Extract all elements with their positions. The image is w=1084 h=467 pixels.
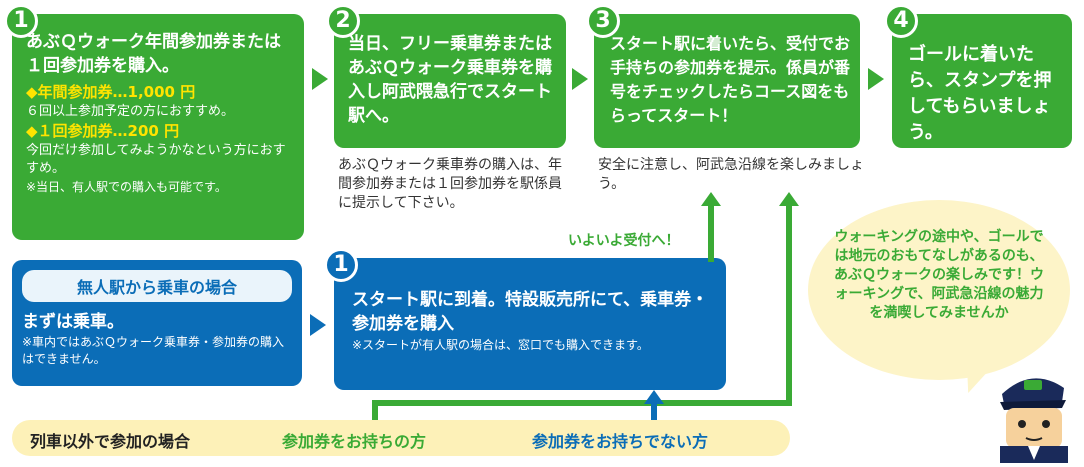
start-station-note: ※スタートが有人駅の場合は、窓口でも購入できます。 <box>352 338 649 352</box>
annual-ticket-label: ◆年間参加券…1,000 円 <box>26 83 196 101</box>
unmanned-station-box: 無人駅から乗車の場合 まずは乗車。 ※車内ではあぶＱウォーク乗車券・参加券の購入… <box>12 260 302 386</box>
step-3-note: 安全に注意し、阿武急沿線を楽しみましょう。 <box>598 157 864 192</box>
step-4-title: ゴールに着いたら、スタンプを押してもらいましょう。 <box>908 44 1052 143</box>
step-1-title: あぶＱウォーク年間参加券または１回参加券を購入。 <box>26 32 281 76</box>
bottom-bar-label: 列車以外で参加の場合 <box>30 432 191 451</box>
with-ticket-label: 参加券をお持ちの方 <box>282 432 427 451</box>
arrow-up-icon <box>644 390 664 404</box>
arrow-right-icon <box>572 68 588 90</box>
step-1-number: 1 <box>4 4 38 38</box>
step-3-box: スタート駅に着いたら、受付でお手持ちの参加券を提示。係員が番号をチェックしたらコ… <box>594 14 860 148</box>
bottom-bar <box>12 420 790 456</box>
step-2-box: 当日、フリー乗車券またはあぶＱウォーク乗車券を購入し阿武隈急行でスタート駅へ。 <box>334 14 566 148</box>
single-ticket-desc: 今回だけ参加してみようかなという方におすすめ。 <box>26 143 286 176</box>
connector-line <box>372 400 378 420</box>
unmanned-title: まずは乗車。 <box>22 312 124 332</box>
arrow-right-icon <box>312 68 328 90</box>
same-day-note: ※当日、有人駅での購入も可能です。 <box>26 180 227 194</box>
arrow-up-icon <box>779 192 799 206</box>
speech-bubble-text: ウォーキングの途中や、ゴールでは地元のおもてなしがあるのも、あぶＱウォークの楽し… <box>834 229 1044 321</box>
reception-label: いよいよ受付へ！ <box>568 233 680 249</box>
step-4-number: 4 <box>884 4 918 38</box>
step-2-title: 当日、フリー乗車券またはあぶＱウォーク乗車券を購入し阿武隈急行でスタート駅へ。 <box>348 34 552 126</box>
step-2-note: あぶＱウォーク乗車券の購入は、年間参加券または１回参加券を駅係員に提示して下さい… <box>338 157 562 211</box>
connector-line <box>651 400 657 420</box>
connector-line <box>708 206 714 262</box>
step-3-number: 3 <box>586 4 620 38</box>
step-3-title: スタート駅に着いたら、受付でお手持ちの参加券を提示。係員が番号をチェックしたらコ… <box>610 34 851 125</box>
arrow-up-icon <box>701 192 721 206</box>
annual-ticket-desc: ６回以上参加予定の方におすすめ。 <box>26 104 235 119</box>
step-2-number: 2 <box>326 4 360 38</box>
start-station-title: スタート駅に到着。特設販売所にて、乗車券・参加券を購入 <box>352 290 709 334</box>
unmanned-note: ※車内ではあぶＱウォーク乗車券・参加券の購入はできません。 <box>22 335 285 366</box>
step-4-box: ゴールに着いたら、スタンプを押してもらいましょう。 <box>892 14 1072 148</box>
start-station-box: スタート駅に到着。特設販売所にて、乗車券・参加券を購入 ※スタートが有人駅の場合… <box>334 258 726 390</box>
start-step-number: 1 <box>324 248 358 282</box>
speech-bubble <box>808 200 1070 380</box>
arrow-right-icon <box>310 314 326 336</box>
without-ticket-label: 参加券をお持ちでない方 <box>532 432 709 451</box>
connector-line <box>786 206 792 406</box>
arrow-right-icon <box>868 68 884 90</box>
step-1-box: あぶＱウォーク年間参加券または１回参加券を購入。 ◆年間参加券…1,000 円 … <box>12 14 304 240</box>
station-staff-mascot-icon <box>990 366 1074 463</box>
unmanned-header: 無人駅から乗車の場合 <box>22 270 292 302</box>
single-ticket-label: ◆１回参加券…200 円 <box>26 122 180 140</box>
connector-line <box>372 400 792 406</box>
